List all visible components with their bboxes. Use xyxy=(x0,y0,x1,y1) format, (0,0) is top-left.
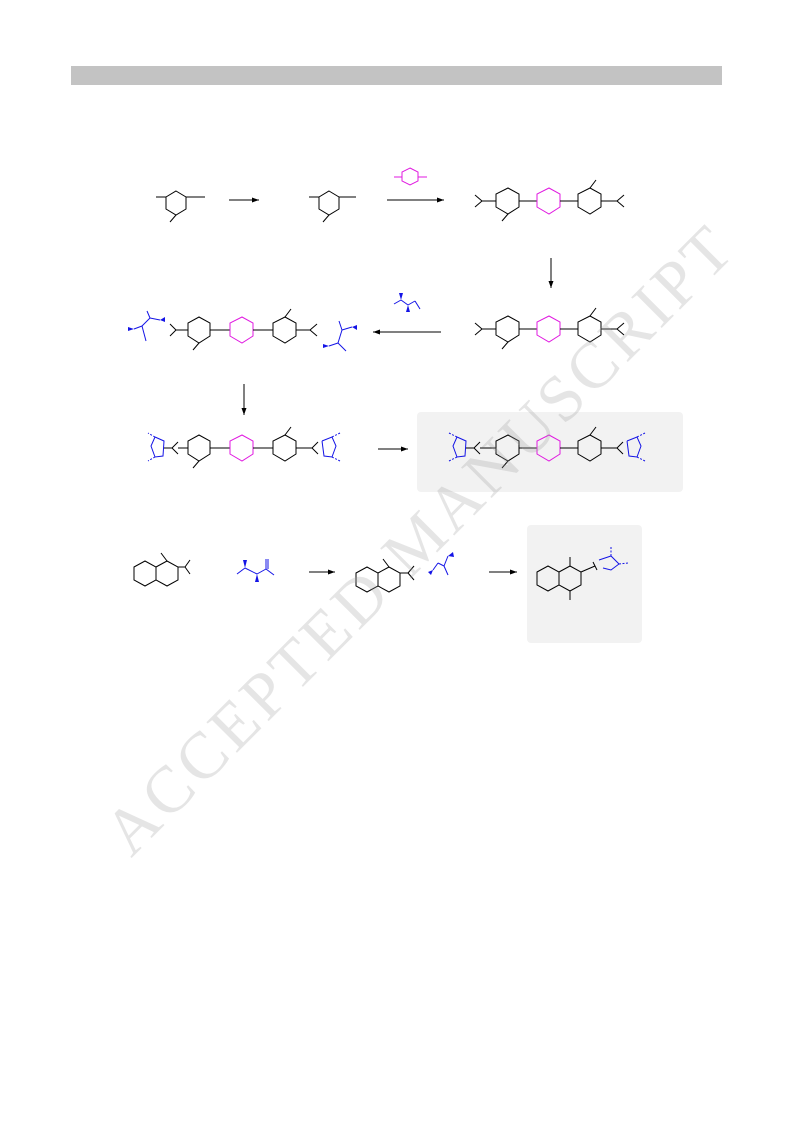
reagent-phenylene xyxy=(394,167,427,186)
molecule-boxed-product-1 xyxy=(448,426,646,469)
product-box-2 xyxy=(527,525,642,643)
molecule-bisamide xyxy=(128,308,357,352)
molecule-terphenyl-1 xyxy=(474,179,625,222)
molecule-terphenyl-2 xyxy=(474,307,625,350)
molecule-amino-alcohol xyxy=(236,559,275,582)
molecule-intermediate-1 xyxy=(309,190,356,223)
molecule-xylene-start xyxy=(156,190,205,223)
product-box-1 xyxy=(417,412,683,492)
header-bar xyxy=(71,66,722,85)
molecule-naphthalene-start xyxy=(133,552,191,587)
molecule-bisoxazoline xyxy=(147,426,341,469)
molecule-naphthyl-amide xyxy=(355,552,454,593)
reagent-chiral-diamine xyxy=(393,293,421,312)
molecule-boxed-product-2 xyxy=(536,547,629,600)
